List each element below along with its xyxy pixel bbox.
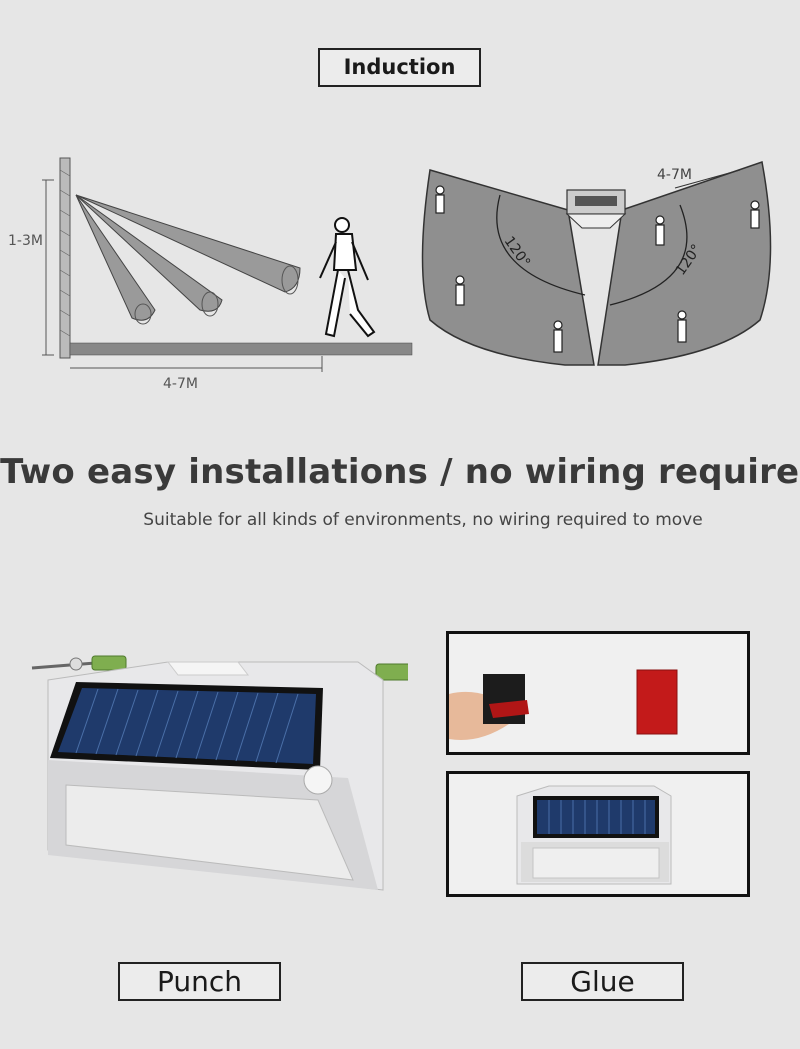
glue-step-mounted	[446, 771, 750, 897]
mounted-lamp	[516, 785, 672, 885]
wall	[59, 157, 71, 359]
side-view-diagram	[42, 157, 413, 372]
tape-illustration	[449, 669, 678, 740]
left-fan	[421, 169, 595, 366]
tape-red	[636, 669, 678, 735]
subline: Suitable for all kinds of environments, …	[143, 510, 703, 530]
walking-person	[319, 217, 376, 338]
lamp-product-punch	[31, 655, 408, 891]
angle-arc-left	[496, 194, 586, 296]
angle-arc-right	[609, 204, 688, 306]
anchor-left	[91, 655, 127, 671]
right-fan	[597, 161, 772, 366]
sensor-beams	[75, 194, 301, 321]
anchor-right	[375, 663, 408, 681]
punch-label: Punch	[118, 962, 281, 1001]
ground	[70, 343, 412, 355]
glue-step-tape	[446, 631, 750, 755]
distance-label: 4-7M	[163, 376, 198, 392]
range-label: 4-7M	[657, 167, 692, 183]
induction-label: Induction	[318, 48, 481, 87]
height-label: 1-3M	[8, 233, 43, 249]
headline: Two easy installations / no wiring requi…	[0, 452, 800, 492]
glue-label: Glue	[521, 962, 684, 1001]
top-view-diagram	[421, 161, 772, 366]
light-diffuser	[65, 784, 354, 881]
pir-sensor	[303, 765, 333, 795]
